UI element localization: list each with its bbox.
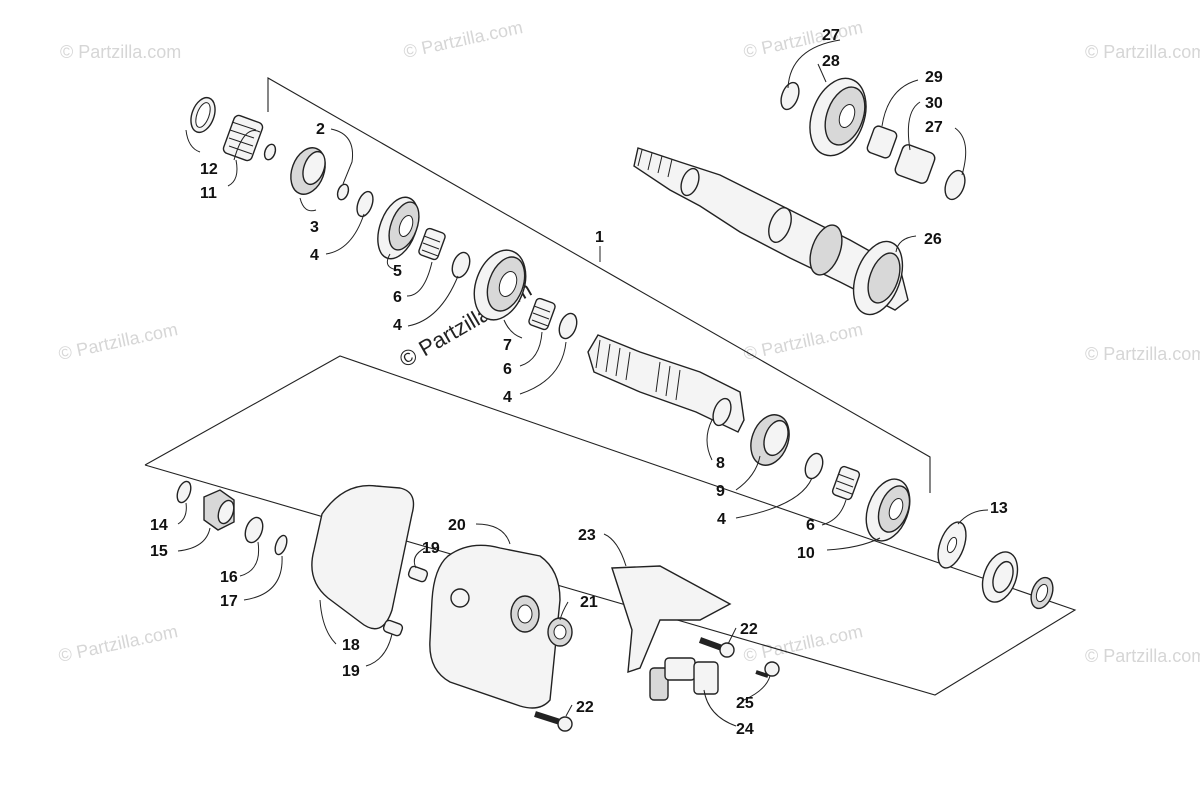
gear-7 — [473, 249, 527, 321]
watermark: © Partzilla.com — [1085, 42, 1200, 62]
leader-lines — [177, 39, 989, 727]
ball-bearing — [981, 551, 1019, 603]
washer-4-b — [451, 251, 471, 279]
callout-13: 13 — [990, 500, 1008, 517]
needle-bearing-6-b — [528, 297, 556, 331]
needle-bearing-6-a — [418, 227, 446, 261]
bushing-29 — [866, 125, 898, 159]
watermark: © Partzilla.com — [1085, 344, 1200, 364]
screw-25 — [755, 661, 780, 678]
dowel-pin-19-a — [407, 565, 429, 583]
callout-15: 15 — [150, 543, 168, 560]
gasket-18 — [311, 484, 415, 630]
ring-27-a — [780, 81, 800, 111]
collar-3 — [290, 147, 326, 195]
callout-22: 22 — [576, 699, 594, 716]
watermark: © Partzilla.com — [402, 17, 525, 62]
callout-4: 4 — [310, 247, 319, 264]
assembly-frames — [144, 77, 1077, 696]
ring-17 — [274, 534, 288, 556]
callout-19: 19 — [422, 540, 440, 557]
callout-12: 12 — [200, 161, 218, 178]
callout-6: 6 — [503, 361, 512, 378]
speed-sensor-24 — [649, 657, 719, 701]
upper-assembly-frame — [267, 77, 931, 493]
bracket-23 — [611, 565, 732, 674]
callout-6: 6 — [393, 289, 402, 306]
callout-23: 23 — [578, 527, 596, 544]
collar-9 — [750, 414, 790, 466]
needle-bearing-6-c — [831, 465, 861, 501]
callout-22: 22 — [740, 621, 758, 638]
callout-7: 7 — [503, 337, 512, 354]
washer-4-a — [356, 190, 374, 218]
oil-seal-21 — [547, 617, 573, 647]
clip — [336, 183, 350, 201]
gear-28 — [809, 77, 867, 157]
callout-2: 2 — [316, 121, 325, 138]
callout-29: 29 — [925, 69, 943, 86]
callout-18: 18 — [342, 637, 360, 654]
washer-13 — [937, 521, 967, 569]
callout-21: 21 — [580, 594, 598, 611]
callout-27: 27 — [822, 27, 840, 44]
callout-4: 4 — [717, 511, 726, 528]
bolt-22-a — [698, 637, 735, 658]
watermark: © Partzilla.com — [57, 621, 180, 666]
oil-seal — [1030, 576, 1054, 610]
washer-4-d — [804, 452, 824, 480]
watermark: © Partzilla.com — [60, 42, 181, 62]
watermark: © Partzilla.com — [1085, 646, 1200, 666]
sleeve-30 — [894, 144, 936, 184]
callout-1: 1 — [595, 229, 604, 246]
callout-5: 5 — [393, 263, 402, 280]
lower-assembly-frame — [144, 355, 1077, 696]
callout-9: 9 — [716, 483, 725, 500]
callout-26: 26 — [924, 231, 942, 248]
callout-16: 16 — [220, 569, 238, 586]
dowel-pin-19-b — [382, 619, 404, 637]
case-cover-20 — [429, 544, 561, 709]
watermark: © Partzilla.com — [742, 319, 865, 364]
callout-20: 20 — [448, 517, 466, 534]
nut-15 — [203, 489, 235, 531]
callout-27: 27 — [925, 119, 943, 136]
bolt-22-b — [534, 711, 573, 732]
callout-3: 3 — [310, 219, 319, 236]
callout-10: 10 — [797, 545, 815, 562]
callout-17: 17 — [220, 593, 238, 610]
callout-30: 30 — [925, 95, 943, 112]
callout-11: 11 — [200, 185, 217, 202]
watermark: © Partzilla.com — [57, 319, 180, 364]
callout-28: 28 — [822, 53, 840, 70]
clip-2 — [263, 143, 277, 161]
counter-shaft-26 — [633, 147, 909, 316]
ring-27-b — [944, 169, 966, 201]
callout-24: 24 — [736, 721, 754, 738]
callout-6: 6 — [806, 517, 815, 534]
callout-14: 14 — [150, 517, 168, 534]
callout-8: 8 — [716, 455, 725, 472]
snap-ring-12 — [190, 96, 216, 134]
callout-25: 25 — [736, 695, 754, 712]
callout-4: 4 — [503, 389, 512, 406]
callout-19: 19 — [342, 663, 360, 680]
washer-4-c — [558, 312, 578, 340]
callouts: 1 2 3 4 4 4 4 5 6 6 6 7 8 9 10 11 12 13 … — [150, 27, 1008, 738]
washer-16 — [244, 516, 264, 544]
callout-4: 4 — [393, 317, 402, 334]
gear-5 — [377, 196, 420, 260]
main-shaft-8 — [587, 334, 745, 433]
gear-10 — [865, 478, 911, 542]
ring-14 — [176, 480, 192, 504]
